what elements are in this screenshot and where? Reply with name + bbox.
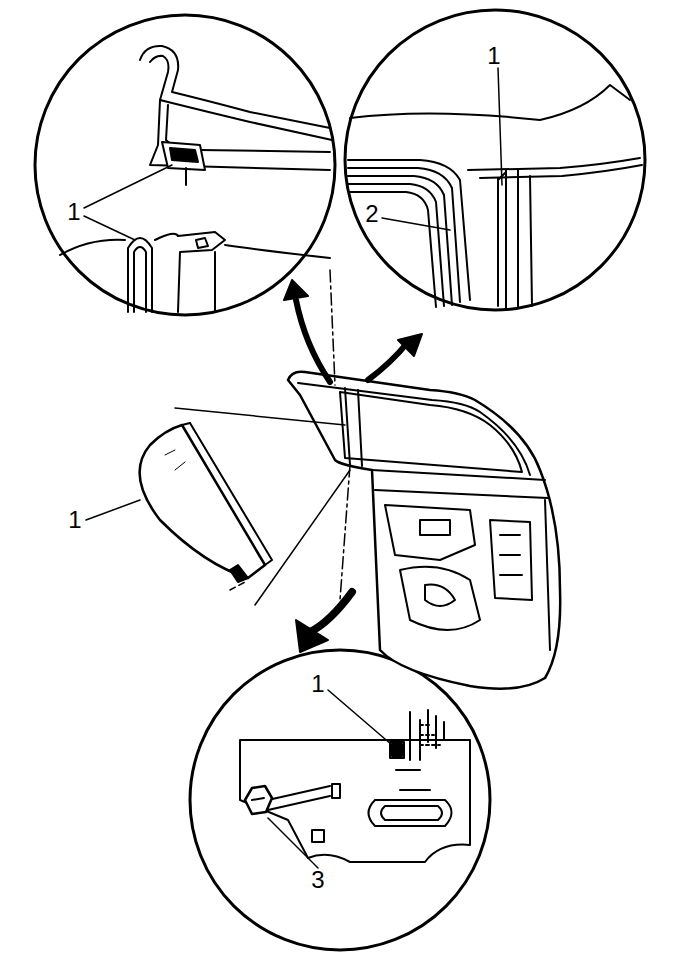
detail-circle-upper-left-part — [60, 240, 125, 255]
rear-door-part — [500, 535, 522, 575]
rear-door-part — [298, 383, 530, 475]
callout-number: 1 — [487, 44, 500, 68]
detail-circle-upper-right-part — [345, 10, 645, 310]
detail-circle-bottom-part — [369, 800, 452, 826]
detail-circle-upper-right-part — [350, 85, 630, 120]
detail-circle-upper-left-part — [185, 168, 187, 185]
detail-circle-bottom-part — [392, 744, 402, 756]
view-arrows-part — [368, 342, 408, 380]
detail-circle-upper-right-part — [348, 176, 452, 305]
detail-circle-upper-left-part — [196, 238, 208, 248]
door-glass — [140, 423, 272, 582]
callout-number: 3 — [311, 868, 324, 892]
detail-circle-upper-left-part — [35, 15, 335, 315]
leader-lines-part — [498, 68, 502, 185]
rear-door-part — [288, 372, 560, 689]
alignment-lines — [175, 270, 350, 605]
door-glass-part — [190, 423, 272, 565]
detail-circle-upper-left-part — [170, 148, 198, 162]
alignment-lines-part — [255, 470, 350, 605]
detail-circle-upper-left-part — [134, 247, 146, 312]
detail-circle-upper-right-part — [350, 192, 436, 307]
detail-circle-bottom-part — [396, 770, 430, 790]
detail-circle-upper-left-part — [215, 245, 330, 312]
leader-lines — [84, 68, 502, 868]
detail-circle-upper-right-part — [348, 160, 470, 300]
view-arrows-part — [296, 300, 330, 382]
leader-lines-part — [86, 500, 140, 520]
alignment-lines-part — [175, 408, 345, 425]
detail-circle-upper-left-part — [150, 100, 330, 170]
leader-lines-part — [328, 690, 392, 745]
leader-lines-part — [382, 218, 450, 230]
rear-door-part — [400, 567, 480, 630]
detail-circle-bottom-part — [245, 786, 272, 814]
callout-number: 2 — [365, 202, 378, 226]
rear-door — [288, 372, 560, 689]
detail-circle-upper-left-part — [140, 46, 330, 128]
detail-circle-upper-right-part — [498, 170, 532, 308]
view-arrows-part — [284, 280, 308, 300]
detail-circle-upper-right-part — [468, 158, 640, 170]
callout-number: 1 — [311, 672, 324, 696]
alignment-lines-part — [340, 465, 350, 600]
detail-circle-upper-left-part — [128, 238, 152, 312]
detail-circle-bottom-part — [252, 798, 264, 800]
detail-circle-bottom-part — [381, 806, 442, 820]
door-glass-part — [230, 565, 248, 582]
leader-lines-part — [268, 818, 318, 868]
detail-circle-bottom-part — [420, 725, 440, 745]
door-glass-part — [140, 425, 265, 578]
rear-door-part — [340, 392, 522, 472]
detail-circle-upper-right-part — [348, 184, 444, 306]
callout-number: 1 — [67, 200, 80, 224]
detail-circle-bottom-part — [190, 650, 490, 950]
detail-circle-bottom-part — [240, 740, 470, 862]
callout-number: 1 — [68, 508, 81, 532]
rear-door-part — [345, 388, 362, 466]
detail-circle-bottom-part — [410, 710, 444, 760]
rear-door-part — [385, 505, 475, 560]
detail-circle-upper-left-part — [162, 142, 205, 170]
view-arrows — [284, 280, 422, 652]
alignment-lines-part — [230, 582, 245, 590]
detail-circle-upper-right — [345, 10, 645, 310]
rear-door-part — [372, 470, 548, 498]
detail-circle-upper-right-part — [480, 165, 642, 178]
leader-lines-part — [84, 165, 172, 208]
rear-door-part — [420, 520, 450, 535]
door-glass-part — [182, 423, 190, 425]
detail-circle-bottom-part — [268, 796, 330, 810]
detail-circle-bottom-part — [312, 830, 324, 842]
leader-lines-part — [84, 216, 135, 240]
detail-circle-bottom-part — [332, 784, 340, 798]
view-arrows-part — [398, 334, 422, 356]
rear-door-part — [425, 585, 455, 606]
rear-door-part — [490, 520, 532, 600]
view-arrows-part — [310, 592, 352, 632]
alignment-lines-part — [330, 270, 335, 385]
detail-circle-upper-right-part — [348, 168, 460, 302]
rear-door-part — [545, 500, 550, 650]
detail-circle-bottom — [190, 650, 490, 950]
detail-circle-upper-left-part — [150, 56, 332, 140]
door-glass-part — [165, 450, 185, 470]
detail-circle-upper-left — [35, 15, 335, 315]
view-arrows-part — [296, 620, 328, 652]
